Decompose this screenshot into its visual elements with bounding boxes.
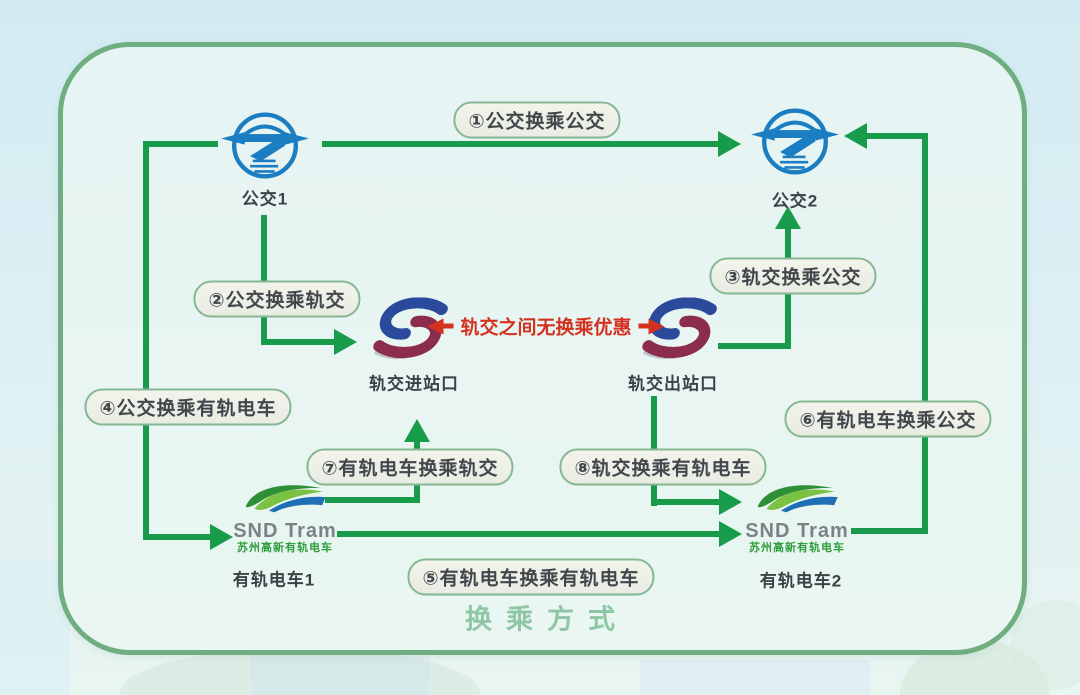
edge5-line (337, 531, 720, 537)
edge8-arrowhead-icon (719, 489, 742, 515)
node-tram1: SND Tram 苏州高新有轨电车 (233, 480, 337, 554)
skyline-blob (250, 655, 430, 695)
edge7-arrowhead-icon (404, 419, 430, 442)
edge8-line (651, 499, 720, 505)
transfer-pill-7: ⑦有轨电车换乘轨交 (306, 448, 514, 486)
diagram-title: 换乘方式 (465, 604, 629, 635)
tram-logo-icon (757, 485, 838, 513)
right-arrow-icon (638, 318, 665, 334)
node-bus1 (221, 105, 309, 192)
no-discount-text: 轨交之间无换乘优惠 (460, 317, 632, 339)
edge6-line (922, 133, 928, 534)
edge2-arrowhead-icon (334, 329, 357, 355)
edge4-line (143, 141, 149, 540)
transfer-pill-6: ⑥有轨电车换乘公交 (784, 400, 992, 438)
edge1-line (322, 141, 718, 147)
transfer-pill-1: ①公交换乘公交 (453, 101, 621, 139)
no-discount-annotation: 轨交之间无换乘优惠 (427, 313, 665, 340)
transfer-pill-2: ②公交换乘轨交 (193, 280, 361, 318)
node-tram1-label: 有轨电车1 (232, 570, 316, 590)
edge7-line (325, 497, 420, 503)
skyline-blob (120, 648, 480, 695)
tram-logo-subtitle: 苏州高新有轨电车 (237, 542, 333, 554)
edge5-arrowhead-icon (719, 521, 742, 547)
node-tram2: SND Tram 苏州高新有轨电车 (745, 480, 849, 554)
transfer-pill-3: ③轨交换乘公交 (709, 257, 877, 295)
bus-logo-icon (751, 108, 839, 175)
edge2-line (261, 215, 267, 345)
skyline-blob (640, 660, 870, 695)
edge4-line (143, 534, 211, 540)
edge6-arrowhead-icon (844, 123, 867, 149)
edge6-line (851, 528, 928, 534)
edge1-line (146, 141, 218, 147)
node-bus2-label: 公交2 (771, 191, 819, 211)
edge3-arrowhead-icon (775, 206, 801, 229)
bus-logo-icon (221, 112, 309, 179)
node-bus2 (751, 101, 839, 188)
node-rail-entrance-label: 轨交进站口 (369, 374, 459, 394)
edge6-line (866, 133, 926, 139)
transfer-pill-4: ④公交换乘有轨电车 (84, 388, 292, 426)
edge2-line (261, 339, 335, 345)
tram-logo-title: SND Tram (745, 520, 849, 542)
skyline-blob (1010, 600, 1080, 690)
edge4-arrowhead-icon (210, 524, 233, 550)
tram-logo-subtitle: 苏州高新有轨电车 (749, 542, 845, 554)
edge3-line (718, 343, 791, 349)
left-arrow-icon (427, 318, 454, 334)
transfer-pill-8: ⑧轨交换乘有轨电车 (559, 448, 767, 486)
tram-logo-title: SND Tram (233, 520, 337, 542)
node-bus1-label: 公交1 (241, 189, 289, 209)
edge1-arrowhead-icon (718, 131, 741, 157)
node-rail-exit-label: 轨交出站口 (628, 374, 718, 394)
tram-logo-icon (245, 485, 326, 513)
node-tram2-label: 有轨电车2 (759, 571, 843, 591)
transfer-pill-5: ⑤有轨电车换乘有轨电车 (407, 558, 655, 596)
